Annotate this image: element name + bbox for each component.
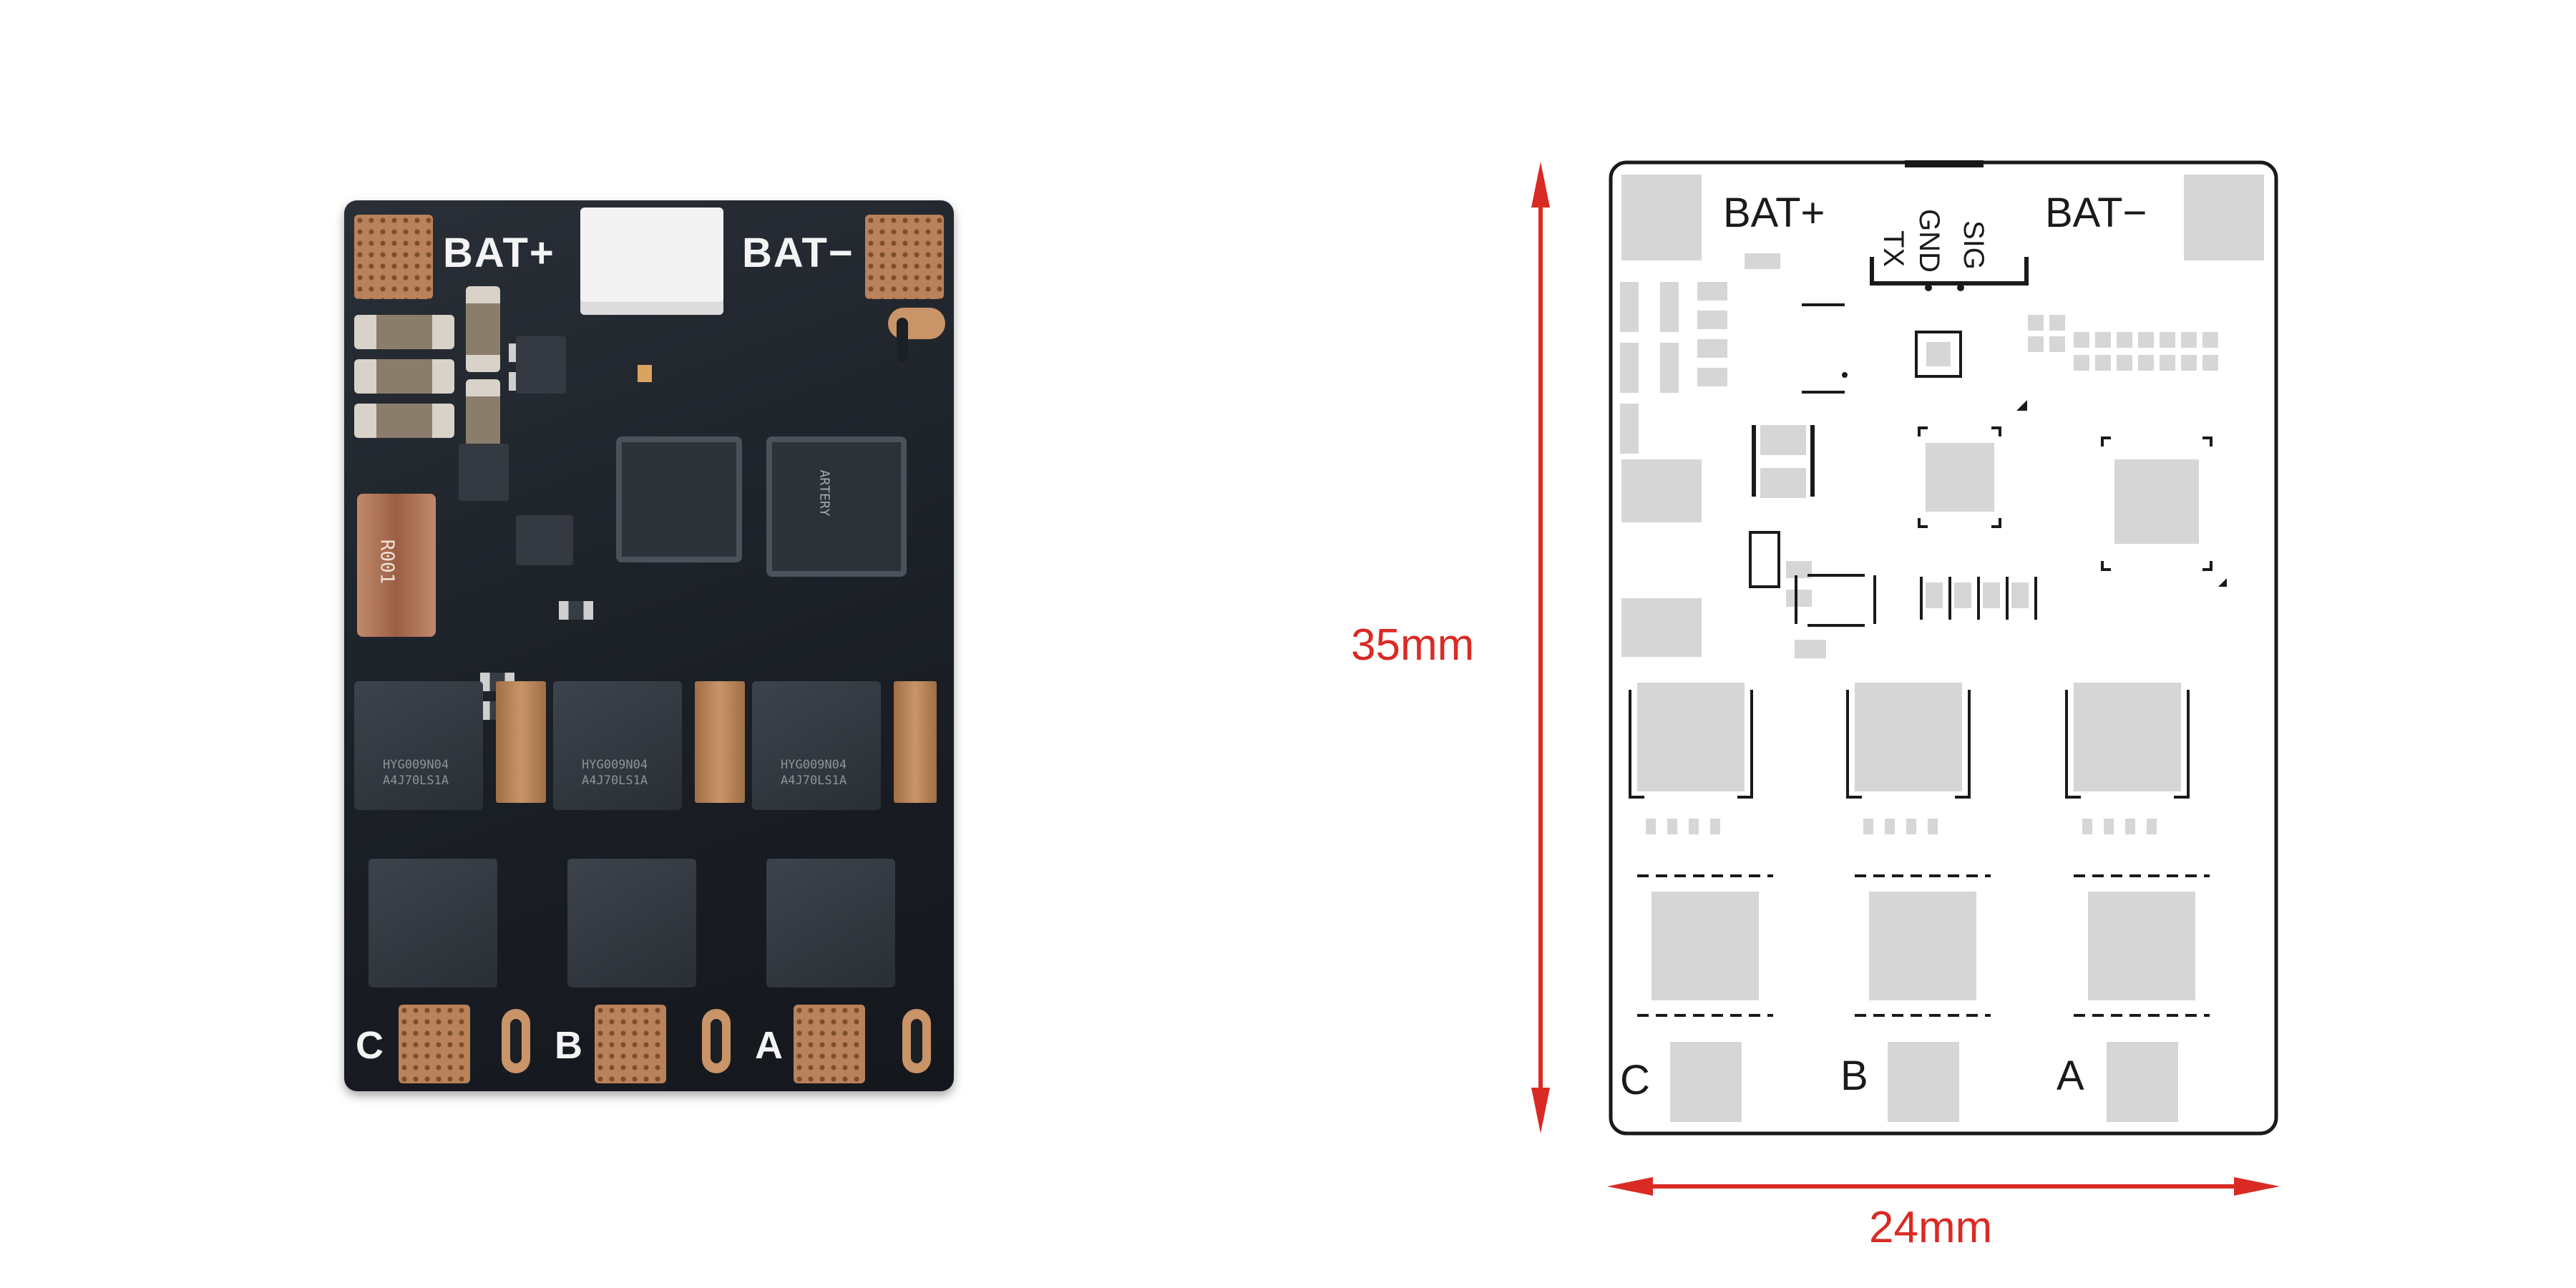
gate-driver-chip bbox=[616, 436, 742, 562]
phase-c-pad bbox=[399, 1005, 470, 1083]
schematic-phase-c-label: C bbox=[1620, 1057, 1650, 1103]
bat-plus-pad bbox=[354, 215, 433, 299]
sot-chip bbox=[516, 336, 566, 394]
schematic-gnd-label: GND bbox=[1913, 209, 1945, 273]
height-arrow-top bbox=[1531, 162, 1550, 208]
shunt-resistor: R001 bbox=[357, 494, 436, 637]
signal-connector bbox=[580, 208, 723, 315]
width-arrow-left bbox=[1607, 1177, 1653, 1196]
mosfet bbox=[369, 859, 497, 987]
board-schematic: BAT+ BAT− TX GND SIG C B A bbox=[1609, 160, 2278, 1136]
capacitor bbox=[466, 286, 500, 372]
mcu-marking: ARTERY bbox=[816, 469, 832, 517]
photo-bat-plus-label: BAT+ bbox=[443, 230, 555, 276]
height-dimension-label: 35mm bbox=[1351, 620, 1475, 670]
phase-c-slot bbox=[502, 1009, 530, 1073]
schematic-phase-b-label: B bbox=[1840, 1053, 1868, 1099]
mosfet-marking: HYG009N04 A4J70LS1A bbox=[582, 758, 648, 788]
photo-phase-b-label: B bbox=[555, 1024, 584, 1067]
phase-a-slot bbox=[902, 1009, 931, 1073]
schematic-phase-a-label: A bbox=[2057, 1053, 2084, 1099]
sot-chip bbox=[516, 515, 573, 565]
shunt-marking: R001 bbox=[376, 539, 398, 585]
copper-strip bbox=[496, 681, 546, 803]
copper-strip bbox=[695, 681, 745, 803]
smd-component bbox=[559, 601, 593, 620]
photo-phase-c-label: C bbox=[356, 1024, 385, 1067]
capacitor bbox=[354, 404, 454, 438]
width-dimension-label: 24mm bbox=[1869, 1203, 1993, 1252]
phase-b-slot bbox=[702, 1009, 731, 1073]
height-arrow-bottom bbox=[1531, 1088, 1550, 1133]
mosfet bbox=[567, 859, 696, 987]
mosfet bbox=[766, 859, 895, 987]
mcu-chip: ARTERY bbox=[766, 436, 907, 577]
bat-minus-pad bbox=[865, 215, 944, 299]
mosfet-row-bottom bbox=[1637, 874, 2210, 1017]
mosfet: HYG009N04 A4J70LS1A bbox=[553, 681, 682, 810]
schematic-sig-label: SIG bbox=[1958, 220, 1989, 270]
width-arrow-right bbox=[2234, 1177, 2280, 1196]
mosfet-row-top bbox=[1629, 683, 2190, 834]
schematic-bat-minus-label: BAT− bbox=[2045, 190, 2147, 236]
phase-a-pad bbox=[794, 1005, 865, 1083]
led bbox=[638, 365, 652, 382]
esc-board-photo: BAT+ BAT− R001 ARTERY HYG009N04 A4J70LS1… bbox=[344, 200, 954, 1091]
mosfet: HYG009N04 A4J70LS1A bbox=[752, 681, 881, 810]
schematic-tx-label: TX bbox=[1878, 230, 1909, 268]
mosfet-marking: HYG009N04 A4J70LS1A bbox=[383, 758, 449, 788]
capacitor bbox=[354, 315, 454, 349]
photo-phase-a-label: A bbox=[755, 1024, 784, 1067]
regulator-chip bbox=[459, 444, 509, 501]
mosfet-marking: HYG009N04 A4J70LS1A bbox=[781, 758, 847, 788]
photo-bat-minus-label: BAT− bbox=[742, 230, 854, 276]
capacitor bbox=[354, 359, 454, 394]
phase-b-pad bbox=[595, 1005, 666, 1083]
mosfet: HYG009N04 A4J70LS1A bbox=[354, 681, 483, 810]
schematic-drawing bbox=[1609, 160, 2278, 1136]
schematic-bat-plus-label: BAT+ bbox=[1723, 190, 1825, 236]
copper-strip bbox=[894, 681, 937, 803]
bat-minus-slot-pad bbox=[888, 308, 945, 362]
